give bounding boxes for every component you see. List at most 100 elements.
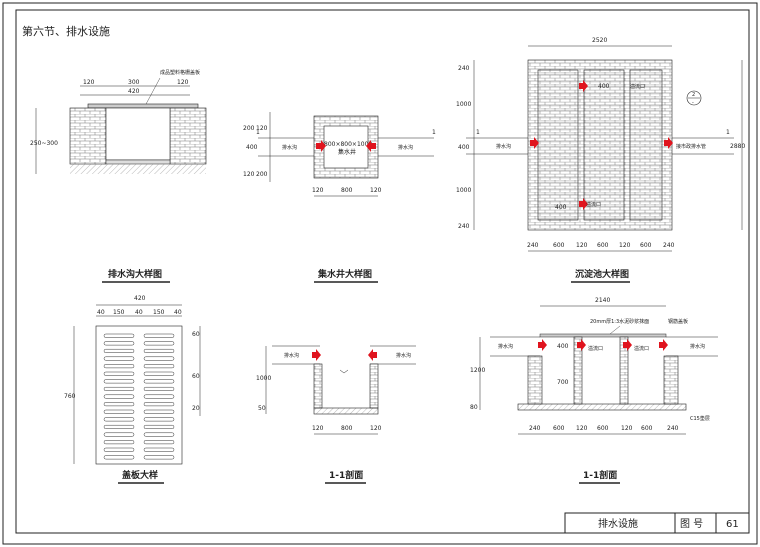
sump-dim-b1: 800 [341, 187, 353, 194]
tank-inner-dim-top: 400 [598, 83, 610, 90]
cover-slot [143, 341, 175, 346]
ditch-dim-120b: 120 [177, 79, 189, 86]
tank-dim-b6: 240 [663, 242, 675, 249]
tank-inlet-label: 排水沟 [496, 143, 511, 150]
tank-section-pipe-left: 排水沟 [498, 343, 513, 350]
sump-section-dim-b0: 120 [312, 425, 324, 432]
sump-section: 排水沟 排水沟 1000 50 120 800 120 1-1剖面 [256, 345, 416, 484]
cover-slot [103, 348, 135, 353]
title-block-name: 排水设施 [598, 517, 638, 530]
sump-section-arrow-left [312, 349, 321, 361]
cover-slot [143, 402, 175, 407]
cover-slot [103, 455, 135, 460]
tank-index-bottom: - [692, 100, 694, 106]
tank-detail-title: 沉淀池大样图 [575, 268, 629, 280]
tank-dim-l4: 240 [458, 223, 470, 230]
cover-slot [103, 333, 135, 338]
cover-slot [143, 364, 175, 369]
sump-section-mark-left: 1 [256, 129, 260, 136]
cover-slot [143, 440, 175, 445]
title-block-no-label: 图 号 [680, 518, 703, 530]
cover-slot [143, 394, 175, 399]
tank-dim-b2: 120 [576, 242, 588, 249]
tank-dim-l0: 240 [458, 65, 470, 72]
cover-slot [143, 333, 175, 338]
section-title: 第六节、排水设施 [22, 24, 110, 38]
cover-dim-height: 760 [64, 393, 76, 400]
ditch-detail: 120 300 120 420 成品塑料格栅盖板 250~300 排水沟大样图 [30, 69, 207, 283]
cover-slot [143, 409, 175, 414]
ditch-dim-300: 300 [128, 79, 140, 86]
cover-dim-total: 420 [134, 295, 146, 302]
cover-dim-r0: 60 [192, 331, 200, 338]
tank-dim-l3: 1000 [456, 187, 471, 194]
cover-slot [143, 432, 175, 437]
tank-dim-b4: 120 [619, 242, 631, 249]
sump-dim-l3: 120 [243, 171, 255, 178]
cover-slot [103, 364, 135, 369]
cover-slot [143, 417, 175, 422]
tank-section-dim-top: 2140 [595, 297, 610, 304]
tank-overflow-bottom: 溢流口 [586, 201, 601, 208]
tank-section-dim-b0: 240 [529, 425, 541, 432]
cover-slot [143, 379, 175, 384]
sump-pipe-right: 排水沟 [398, 144, 413, 151]
cover-slot [103, 402, 135, 407]
tank-inner-dim-bottom: 400 [555, 204, 567, 211]
cover-slot [103, 379, 135, 384]
inner-frame [15, 9, 750, 534]
sump-section-dim-b2: 120 [370, 425, 382, 432]
cover-slot [103, 417, 135, 422]
tank-section-dim-1200: 1200 [470, 367, 485, 374]
tank-dim-top: 2520 [592, 37, 607, 44]
tank-dim-l2: 400 [458, 144, 470, 151]
tank-section-mark-left: 1 [476, 129, 480, 136]
cover-slot [143, 371, 175, 376]
tank-dim-l1: 1000 [456, 101, 471, 108]
cover-plate-detail: 420 40 150 40 150 40 760 60 60 20 盖板大样 [64, 295, 201, 484]
sump-section-mark-right: 1 [432, 129, 436, 136]
sump-dim-l2: 400 [246, 144, 258, 151]
sump-section-pipe-left: 排水沟 [284, 352, 299, 359]
cover-slot [103, 386, 135, 391]
tank-section-grate: 钢筋盖板 [668, 318, 688, 325]
sump-well-label: 集水井 [338, 148, 356, 156]
cover-slot [103, 356, 135, 361]
tank-section-dim-700: 700 [557, 379, 569, 386]
tank-section-arrow-in [538, 339, 547, 351]
tank-section-dim-80: 80 [470, 404, 478, 411]
cover-slot [143, 447, 175, 452]
ditch-dim-height: 250~300 [30, 140, 58, 147]
tank-section-dim-b4: 120 [621, 425, 633, 432]
tank-overflow-top: 溢流口 [630, 83, 645, 90]
tank-section-overflow-2: 溢流口 [634, 345, 649, 352]
tank-outlet-label: 接市政排水管 [676, 143, 706, 150]
cover-dim-r1: 60 [192, 373, 200, 380]
sump-section-dim-b1: 800 [341, 425, 353, 432]
tank-arrow-inlet [530, 137, 539, 149]
sump-plan: 800×800×1000 集水井 排水沟 排水沟 1 1 200 120 400… [243, 112, 436, 283]
cover-slot [143, 386, 175, 391]
ditch-dim-420: 420 [128, 88, 140, 95]
tank-arrow-outlet [664, 137, 673, 149]
tank-section-arrow-out [659, 339, 668, 351]
tank-section-dim-b3: 600 [597, 425, 609, 432]
cover-slot [103, 424, 135, 429]
tank-section-base: C15垫层 [690, 415, 710, 422]
sump-section-title: 1-1剖面 [329, 469, 363, 481]
title-block: 排水设施 图 号 61 [564, 512, 750, 534]
tank-section-overflow-1: 溢流口 [588, 345, 603, 352]
cover-dim-t0: 40 [97, 309, 105, 316]
sump-dim-l0: 200 [243, 125, 255, 132]
sump-section-dim-50: 50 [258, 405, 266, 412]
cover-dim-t4: 40 [174, 309, 182, 316]
cover-slot-grid [103, 333, 175, 460]
tank-section-plaster: 20mm厚1:3水泥砂浆抹面 [590, 318, 649, 325]
sump-section-pipe-right: 排水沟 [396, 352, 411, 359]
cover-slot [103, 371, 135, 376]
sump-dim-l4: 200 [256, 171, 268, 178]
cover-slot [143, 348, 175, 353]
title-block-no: 61 [726, 519, 739, 530]
